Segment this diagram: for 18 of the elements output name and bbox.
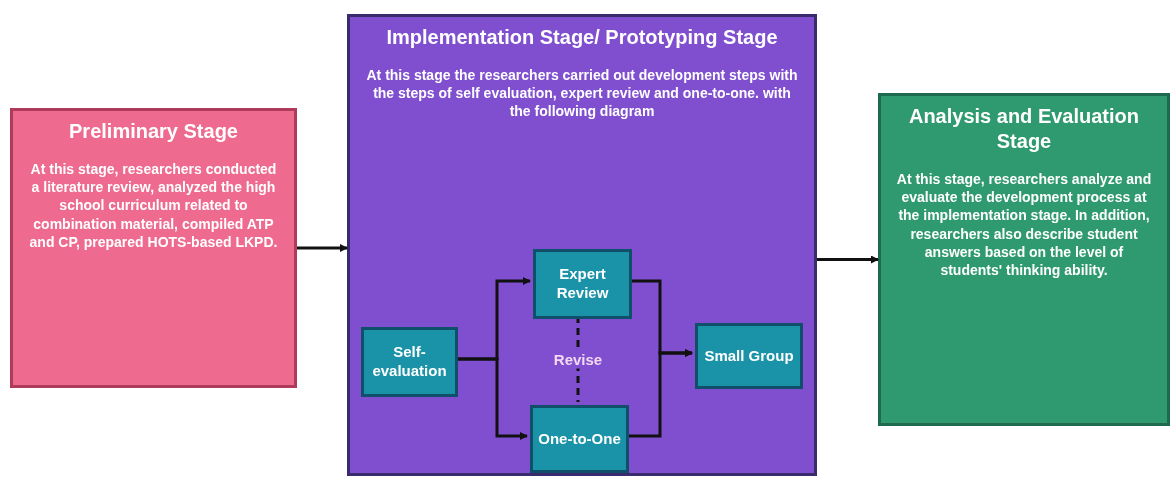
stage-box xyxy=(878,93,1170,426)
stage-description: At this stage the researchers carried out development steps with the steps of self evaluation, expert review and one-to-one. with the following diagram xyxy=(365,66,799,121)
arrow xyxy=(626,349,693,438)
dashed-connector xyxy=(576,316,580,402)
arrow xyxy=(817,255,879,264)
process-box: Small Group xyxy=(695,323,803,389)
process-box: Expert Review xyxy=(533,249,632,319)
stage-title: Analysis and Evaluation Stage xyxy=(907,104,1141,154)
stage-box xyxy=(10,108,297,388)
arrow xyxy=(455,357,528,440)
stage-box xyxy=(347,14,817,476)
process-box: Self-evaluation xyxy=(361,327,458,397)
stage-description: At this stage, researchers analyze and evaluate the development process at the implementation stage. In addition, researchers also describe student answers based on the level of students' thinking ability. xyxy=(895,170,1153,280)
arrow xyxy=(297,244,348,252)
stage-title: Implementation Stage/ Prototyping Stage xyxy=(386,25,778,50)
process-box: One-to-One xyxy=(530,405,629,473)
stage-description: At this stage, researchers conducted a literature review, analyzed the high school curriculum related to combination material, compiled ATP and CP, prepared HOTS-based LKPD. xyxy=(28,160,279,251)
stage-title: Preliminary Stage xyxy=(69,119,238,144)
